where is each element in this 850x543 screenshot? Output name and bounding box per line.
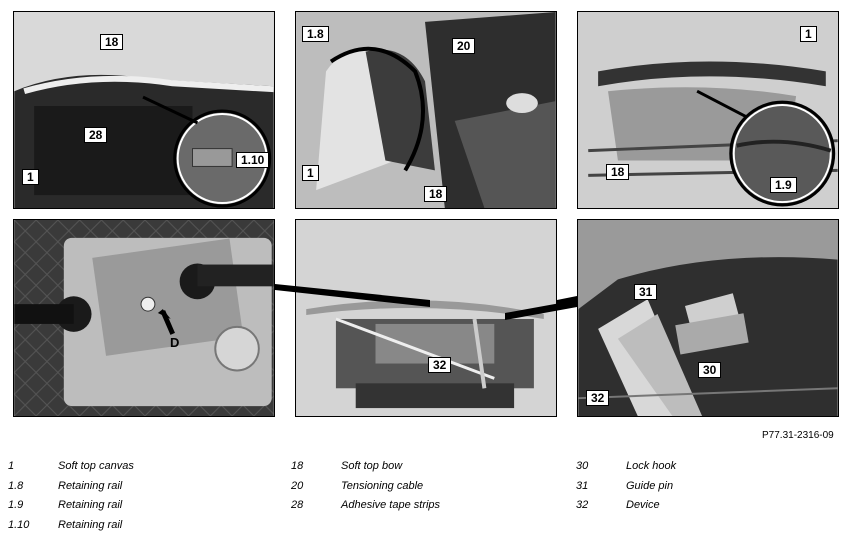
callout-label: 30 xyxy=(698,362,722,378)
legend-number: 28 xyxy=(291,499,304,511)
legend-label: Soft top canvas xyxy=(58,460,134,472)
callout-label: 18 xyxy=(424,186,448,202)
photo-panel-5: 32 xyxy=(295,219,557,417)
legend-number: 32 xyxy=(576,499,589,511)
legend-item: 28 Adhesive tape strips xyxy=(291,499,541,519)
callout-label: 1.9 xyxy=(770,177,797,193)
callout-label: 1 xyxy=(800,26,817,42)
legend-number: 20 xyxy=(291,479,304,492)
legend-item: 1.9 Retaining rail xyxy=(8,499,258,519)
photo-panel-2: 1.8 20 1 18 xyxy=(295,11,557,209)
legend-label: Adhesive tape strips xyxy=(341,499,441,511)
photo-panel-4: D xyxy=(13,219,275,417)
callout-label: 28 xyxy=(84,127,108,143)
callout-label: 1 xyxy=(302,165,319,181)
legend-label: Retaining rail xyxy=(58,499,123,511)
legend-label: Retaining rail xyxy=(58,479,123,492)
legend-item: 20 Tensioning cable xyxy=(291,480,541,500)
callout-label: 32 xyxy=(586,390,610,406)
photo-canvas-top-view xyxy=(14,12,274,208)
photo-device-detail xyxy=(578,220,838,416)
legend-number: 18 xyxy=(291,460,304,472)
legend-label: Device xyxy=(626,499,660,511)
photo-lock-mechanism xyxy=(14,220,274,416)
callout-label: 18 xyxy=(606,164,630,180)
callout-label: 20 xyxy=(452,38,476,54)
legend-label: Retaining rail xyxy=(58,518,123,531)
legend-item: 1 Soft top canvas xyxy=(8,460,258,480)
callout-label: 1.8 xyxy=(302,26,329,42)
legend-label: Tensioning cable xyxy=(341,479,424,492)
callout-label: D xyxy=(170,335,180,350)
callout-label: 1.10 xyxy=(236,152,270,168)
callout-label: 1 xyxy=(22,169,39,185)
photo-device-overview xyxy=(296,220,556,416)
legend-item: 18 Soft top bow xyxy=(291,460,541,480)
legend-number: 1 xyxy=(8,460,15,472)
figure-reference: P77.31-2316-09 xyxy=(762,430,834,441)
legend-column-3: 30 Lock hook 31 Guide pin 32 Device xyxy=(576,460,826,519)
photo-panel-6: 31 30 32 xyxy=(577,219,839,417)
photo-panel-3: 1 18 1.9 xyxy=(577,11,839,209)
legend-item: 31 Guide pin xyxy=(576,480,826,500)
callout-label: 32 xyxy=(428,357,452,373)
legend-item: 30 Lock hook xyxy=(576,460,826,480)
photo-retaining-rail xyxy=(296,12,556,208)
legend-number: 1.10 xyxy=(8,518,30,531)
callout-label: 18 xyxy=(100,34,124,50)
legend-item: 32 Device xyxy=(576,499,826,519)
legend-label: Soft top bow xyxy=(341,460,403,472)
legend-item: 1.10 Retaining rail xyxy=(8,519,258,539)
legend-number: 1.8 xyxy=(8,479,24,492)
callout-label: 31 xyxy=(634,284,658,300)
legend-label: Lock hook xyxy=(626,460,677,472)
legend-label: Guide pin xyxy=(626,479,674,492)
photo-panel-1: 18 28 1 1.10 xyxy=(13,11,275,209)
legend-number: 30 xyxy=(576,460,589,472)
legend-item: 1.8 Retaining rail xyxy=(8,480,258,500)
legend-column-2: 18 Soft top bow 20 Tensioning cable 28 Adhe… xyxy=(291,460,541,519)
legend-number: 1.9 xyxy=(8,499,24,511)
legend-number: 31 xyxy=(576,479,589,492)
